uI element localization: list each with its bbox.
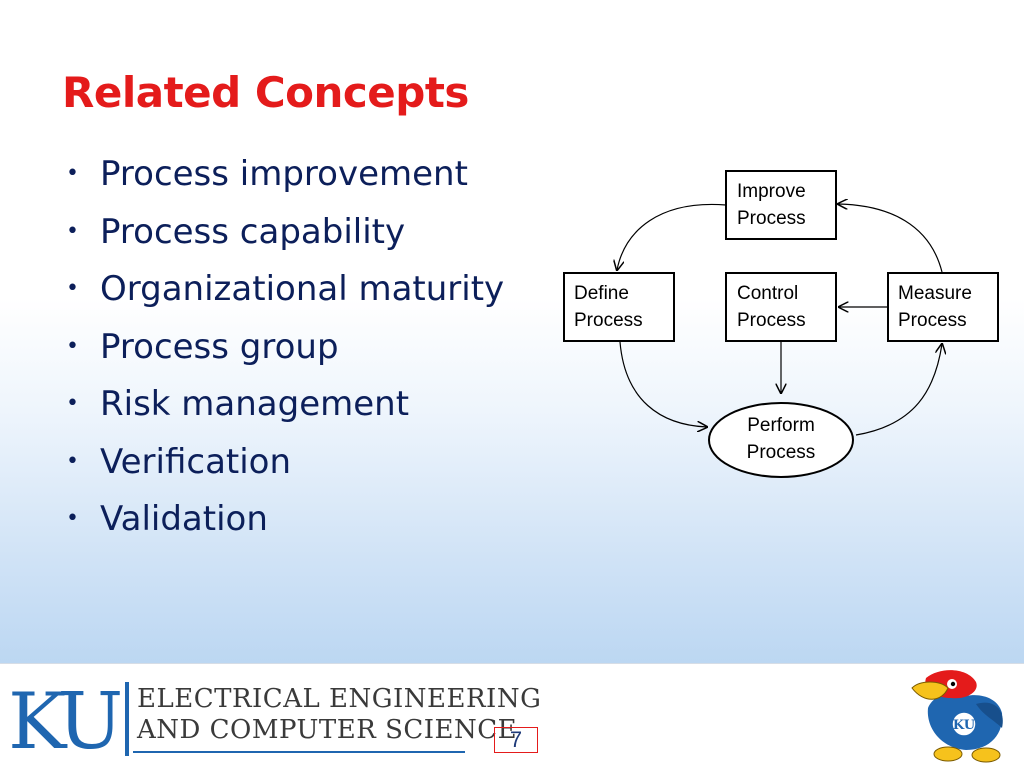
edge-define-to-perform <box>619 341 707 427</box>
bullet-text: Process group <box>100 326 339 367</box>
bullet-text: Risk management <box>100 384 410 424</box>
bullet-item: • Risk management <box>62 382 504 440</box>
node-measure-process: Measure Process <box>887 272 999 342</box>
bullet-dot-icon: • <box>66 333 79 359</box>
bullet-dot-icon: • <box>66 161 79 186</box>
node-perform-process: Perform Process <box>708 402 854 478</box>
bullet-text: Process improvement <box>100 154 468 194</box>
bullet-text: Verification <box>100 441 292 482</box>
mascot-badge-text: KU <box>953 718 976 733</box>
bullet-item: • Validation <box>62 497 504 555</box>
node-label: Define <box>574 283 629 304</box>
department-name: ELECTRICAL ENGINEERING AND COMPUTER SCIE… <box>137 684 541 746</box>
node-control-process: Control Process <box>725 272 837 342</box>
slide-title: Related Concepts <box>62 68 469 117</box>
process-cycle-diagram: Improve Process Define Process Control P… <box>563 170 999 478</box>
node-label: Measure <box>898 283 972 304</box>
bullet-item: • Process group <box>62 325 504 383</box>
node-improve-process: Improve Process <box>725 170 837 240</box>
bullet-item: • Process improvement <box>62 152 504 210</box>
node-label: Process <box>737 310 806 331</box>
node-label: Improve <box>737 181 806 202</box>
page-number: 7 <box>494 727 538 753</box>
department-underline <box>133 751 465 753</box>
bullet-item: • Verification <box>62 440 504 498</box>
slide-footer: KU ELECTRICAL ENGINEERING AND COMPUTER S… <box>0 663 1024 769</box>
ku-logo: KU <box>8 677 123 767</box>
bullet-item: • Process capability <box>62 210 504 268</box>
bullet-dot-icon: • <box>66 448 79 474</box>
bullet-dot-icon: • <box>66 506 79 531</box>
node-label: Process <box>747 442 816 463</box>
bullet-dot-icon: • <box>66 218 79 244</box>
logo-divider <box>125 682 129 756</box>
bullet-dot-icon: • <box>66 276 79 301</box>
bullet-text: Process capability <box>100 211 406 252</box>
department-line: ELECTRICAL ENGINEERING <box>137 684 542 714</box>
edge-improve-to-define <box>617 203 727 270</box>
node-label: Control <box>737 283 798 304</box>
node-label: Process <box>737 208 806 229</box>
node-label: Process <box>898 310 967 331</box>
node-define-process: Define Process <box>563 272 675 342</box>
bullet-list: • Process improvement • Process capability… <box>62 152 504 555</box>
bullet-text: Organizational maturity <box>100 269 505 309</box>
node-label: Perform <box>747 415 815 436</box>
jayhawk-mascot-icon: KU <box>911 670 1003 763</box>
node-label: Process <box>574 310 643 331</box>
bullet-dot-icon: • <box>66 391 79 416</box>
bullet-text: Validation <box>100 499 268 539</box>
slide-body: Related Concepts • Process improvement • P… <box>0 0 1024 663</box>
department-line: AND COMPUTER SCIENCE <box>137 715 518 745</box>
bullet-item: • Organizational maturity <box>62 267 504 325</box>
edge-measure-to-improve <box>838 204 943 273</box>
edge-perform-to-measure <box>855 344 942 436</box>
